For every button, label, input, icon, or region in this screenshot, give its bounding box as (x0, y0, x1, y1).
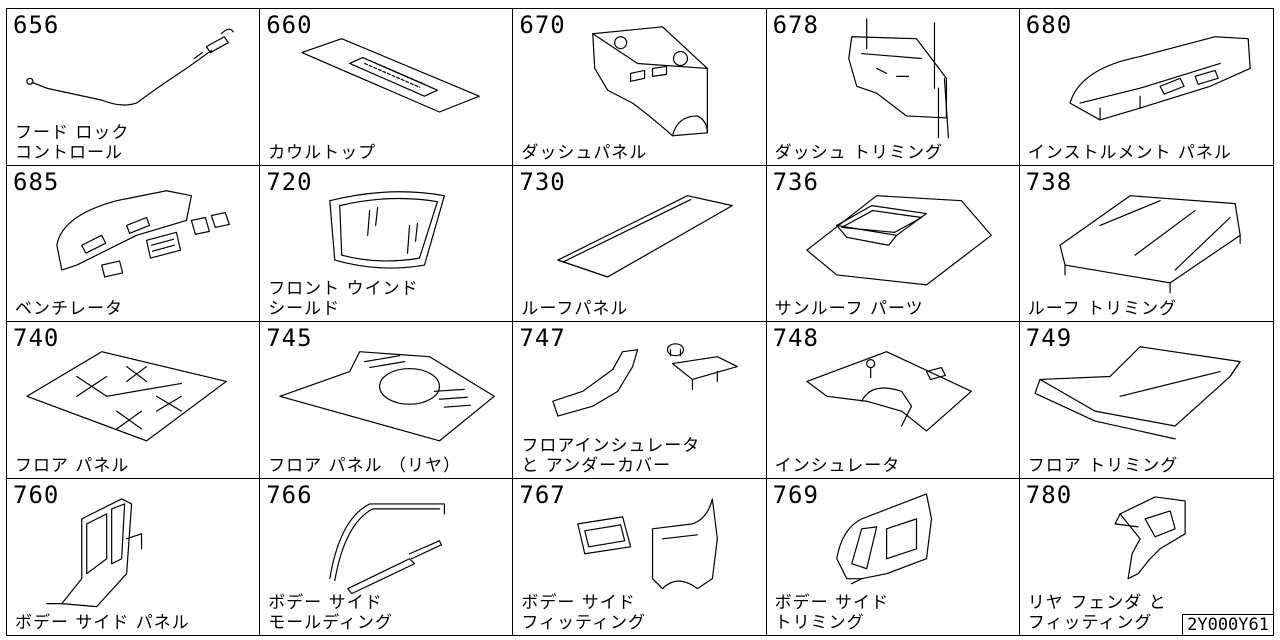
part-code: 738 (1025, 167, 1073, 196)
rear-floor-icon (260, 322, 512, 478)
part-label: ルーフパネル (521, 299, 629, 319)
part-cell-740[interactable]: 740 フロア パネル (7, 322, 261, 479)
part-cell-736[interactable]: 736 サンルーフ パーツ (766, 165, 1020, 322)
side-trim-icon (767, 479, 1019, 636)
part-cell-730[interactable]: 730 ルーフパネル (513, 165, 767, 322)
part-cell-767[interactable]: 767 ボデー サイド フィッティング (513, 478, 767, 636)
part-cell-678[interactable]: 678 ダッシュ トリミング (766, 9, 1020, 166)
floor-panel-icon (7, 322, 259, 478)
part-code: 745 (266, 324, 313, 352)
part-code: 748 (772, 324, 819, 352)
roof-trim-icon (1020, 166, 1273, 322)
part-label: フロア パネル (15, 455, 130, 476)
part-code: 769 (772, 480, 819, 509)
part-label: ボデー サイド モールディング (268, 593, 393, 633)
sunroof-icon (767, 166, 1019, 322)
part-cell-680[interactable]: 680 インストルメント パネル (1019, 9, 1273, 166)
part-label: フード ロック コントロール (15, 122, 130, 163)
part-cell-747[interactable]: 747 フロアインシュレータ と アンダーカバー (513, 322, 767, 479)
part-cell-685[interactable]: 685 ベンチレータ (7, 165, 261, 322)
part-code: 780 (1025, 480, 1073, 509)
part-code: 766 (266, 480, 313, 509)
part-label: ボデー サイド フィッティング (521, 593, 647, 633)
part-label: フロア パネル （リヤ） (268, 455, 461, 476)
part-label: ベンチレータ (15, 299, 123, 319)
part-label: ルーフ トリミング (1027, 299, 1178, 319)
side-fitting-icon (513, 479, 765, 636)
part-cell-748[interactable]: 748 インシュレータ (766, 322, 1020, 479)
body-side-panel-icon (7, 479, 259, 636)
part-code: 760 (13, 480, 60, 509)
part-code: 749 (1025, 324, 1073, 352)
insulator-icon (767, 322, 1019, 478)
diagram-reference-code: 2Y000Y61 (1182, 614, 1274, 636)
part-cell-660[interactable]: 660 カウルトップ (260, 9, 514, 166)
part-code: 767 (519, 480, 566, 509)
part-cell-760[interactable]: 760 ボデー サイド パネル (7, 478, 261, 636)
part-code: 720 (266, 167, 313, 196)
dash-panel-icon (513, 9, 765, 165)
part-label: フロア トリミング (1027, 455, 1179, 476)
floor-trim-icon (1020, 322, 1273, 478)
part-code: 685 (13, 167, 60, 196)
instrument-panel-icon (1020, 9, 1273, 165)
part-label: サンルーフ パーツ (774, 299, 924, 319)
part-code: 747 (519, 324, 566, 352)
part-label: カウルトップ (268, 142, 377, 163)
part-cell-780[interactable]: 780 リヤ フェンダ と フィッティング (1020, 479, 1273, 636)
part-cell-738[interactable]: 738 ルーフ トリミング (1019, 166, 1273, 322)
part-label: ダッシュパネル (521, 142, 648, 163)
part-code: 736 (772, 167, 819, 196)
part-code: 680 (1025, 11, 1073, 39)
part-code: 656 (13, 11, 60, 39)
cowl-top-icon (260, 9, 512, 165)
part-label: ダッシュ トリミング (774, 142, 943, 163)
part-cell-670[interactable]: 670 ダッシュパネル (513, 9, 767, 166)
part-code: 660 (266, 11, 313, 39)
rear-fender-icon (1020, 479, 1273, 636)
dash-trim-icon (767, 9, 1019, 165)
part-code: 678 (772, 11, 819, 39)
part-code: 730 (519, 167, 566, 196)
windshield-icon (260, 166, 512, 322)
part-label: フロント ウインド シールド (268, 279, 419, 319)
part-label: ボデー サイド トリミング (774, 593, 889, 633)
floor-insulator-icon (513, 322, 765, 478)
part-cell-766[interactable]: 766 ボデー サイド モールディング (260, 478, 514, 636)
part-cell-720[interactable]: 720 フロント ウインド シールド (260, 165, 514, 322)
part-label: インシュレータ (774, 455, 901, 476)
side-molding-icon (260, 479, 512, 636)
part-label: ボデー サイド パネル (15, 613, 190, 633)
part-label: リヤ フェンダ と フィッティング (1027, 593, 1167, 633)
part-label: フロアインシュレータ と アンダーカバー (521, 435, 701, 476)
ventilator-icon (7, 166, 259, 322)
parts-index-grid: 656 フード ロック コントロール 660 カウルトップ 670 ダッシュパネル 678 ダ… (6, 8, 1274, 636)
part-cell-656[interactable]: 656 フード ロック コントロール (7, 9, 261, 166)
hood-lock-cable-icon (7, 9, 259, 165)
part-cell-749[interactable]: 749 フロア トリミング (1019, 322, 1273, 479)
part-cell-769[interactable]: 769 ボデー サイド トリミング (767, 478, 1020, 636)
roof-panel-icon (513, 166, 765, 322)
part-code: 670 (519, 11, 566, 39)
part-label: インストルメント パネル (1027, 142, 1232, 163)
part-code: 740 (13, 324, 60, 352)
part-cell-745[interactable]: 745 フロア パネル （リヤ） (260, 322, 514, 479)
